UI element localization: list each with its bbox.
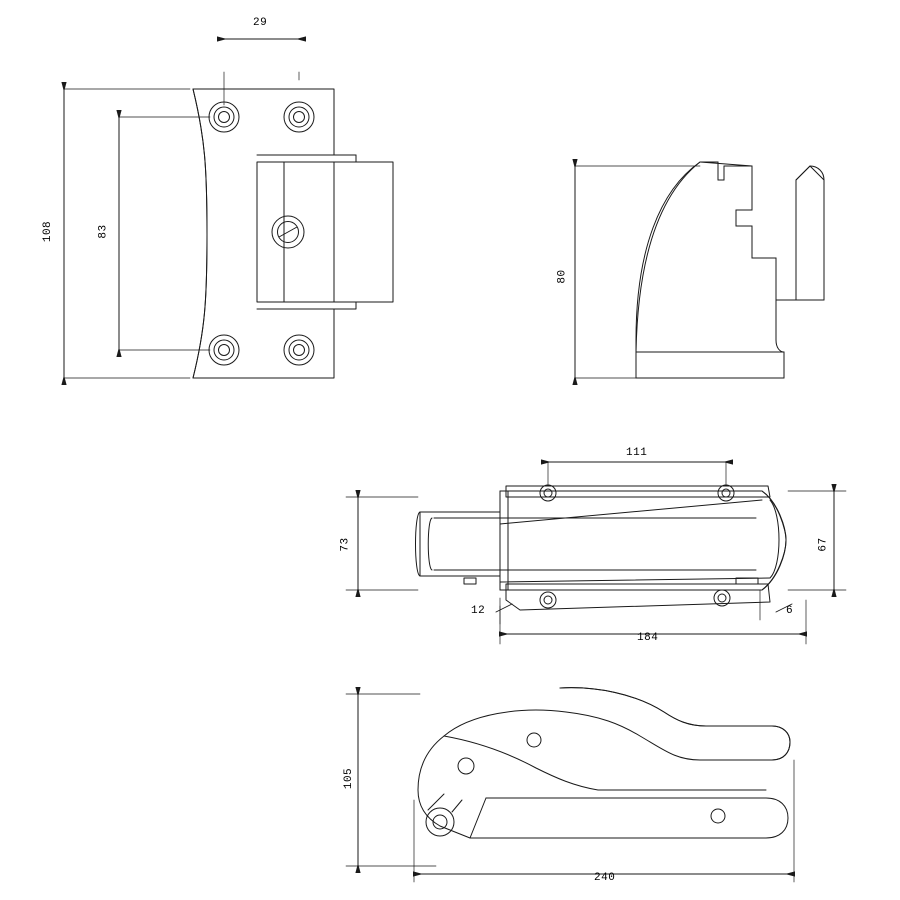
dim-label-111: 111: [626, 447, 648, 459]
side-view-hinge-geometry: [635, 161, 825, 379]
dim-label-240: 240: [594, 872, 616, 884]
dim-label-184: 184: [637, 632, 659, 644]
dim-12-geometry: [495, 597, 513, 625]
dim-label-73: 73: [339, 537, 352, 552]
dim-240-geometry: [413, 759, 795, 883]
dim-label-105: 105: [343, 767, 356, 790]
dim-83-geometry: [116, 110, 211, 357]
dim-label-108: 108: [42, 220, 55, 243]
side-view-latch-geometry: [417, 687, 791, 839]
dim-105-geometry: [345, 687, 437, 873]
dim-label-67: 67: [817, 537, 830, 552]
dim-6-geometry: [759, 589, 793, 621]
dim-111-geometry: [541, 459, 733, 487]
dim-label-6: 6: [786, 605, 794, 617]
dim-73-geometry: [345, 490, 419, 597]
dim-80-geometry: [572, 159, 701, 385]
dim-108-geometry: [61, 82, 191, 385]
dim-label-29: 29: [253, 17, 268, 29]
top-view-latch-geometry: [415, 484, 787, 611]
front-view-hinge-geometry: [192, 88, 394, 379]
dim-29-geometry: [217, 36, 306, 106]
dim-184-geometry: [499, 599, 807, 645]
dim-label-83: 83: [97, 224, 110, 239]
dim-label-12: 12: [471, 605, 486, 617]
dim-label-80: 80: [556, 269, 569, 284]
dim-67-geometry: [787, 484, 847, 597]
